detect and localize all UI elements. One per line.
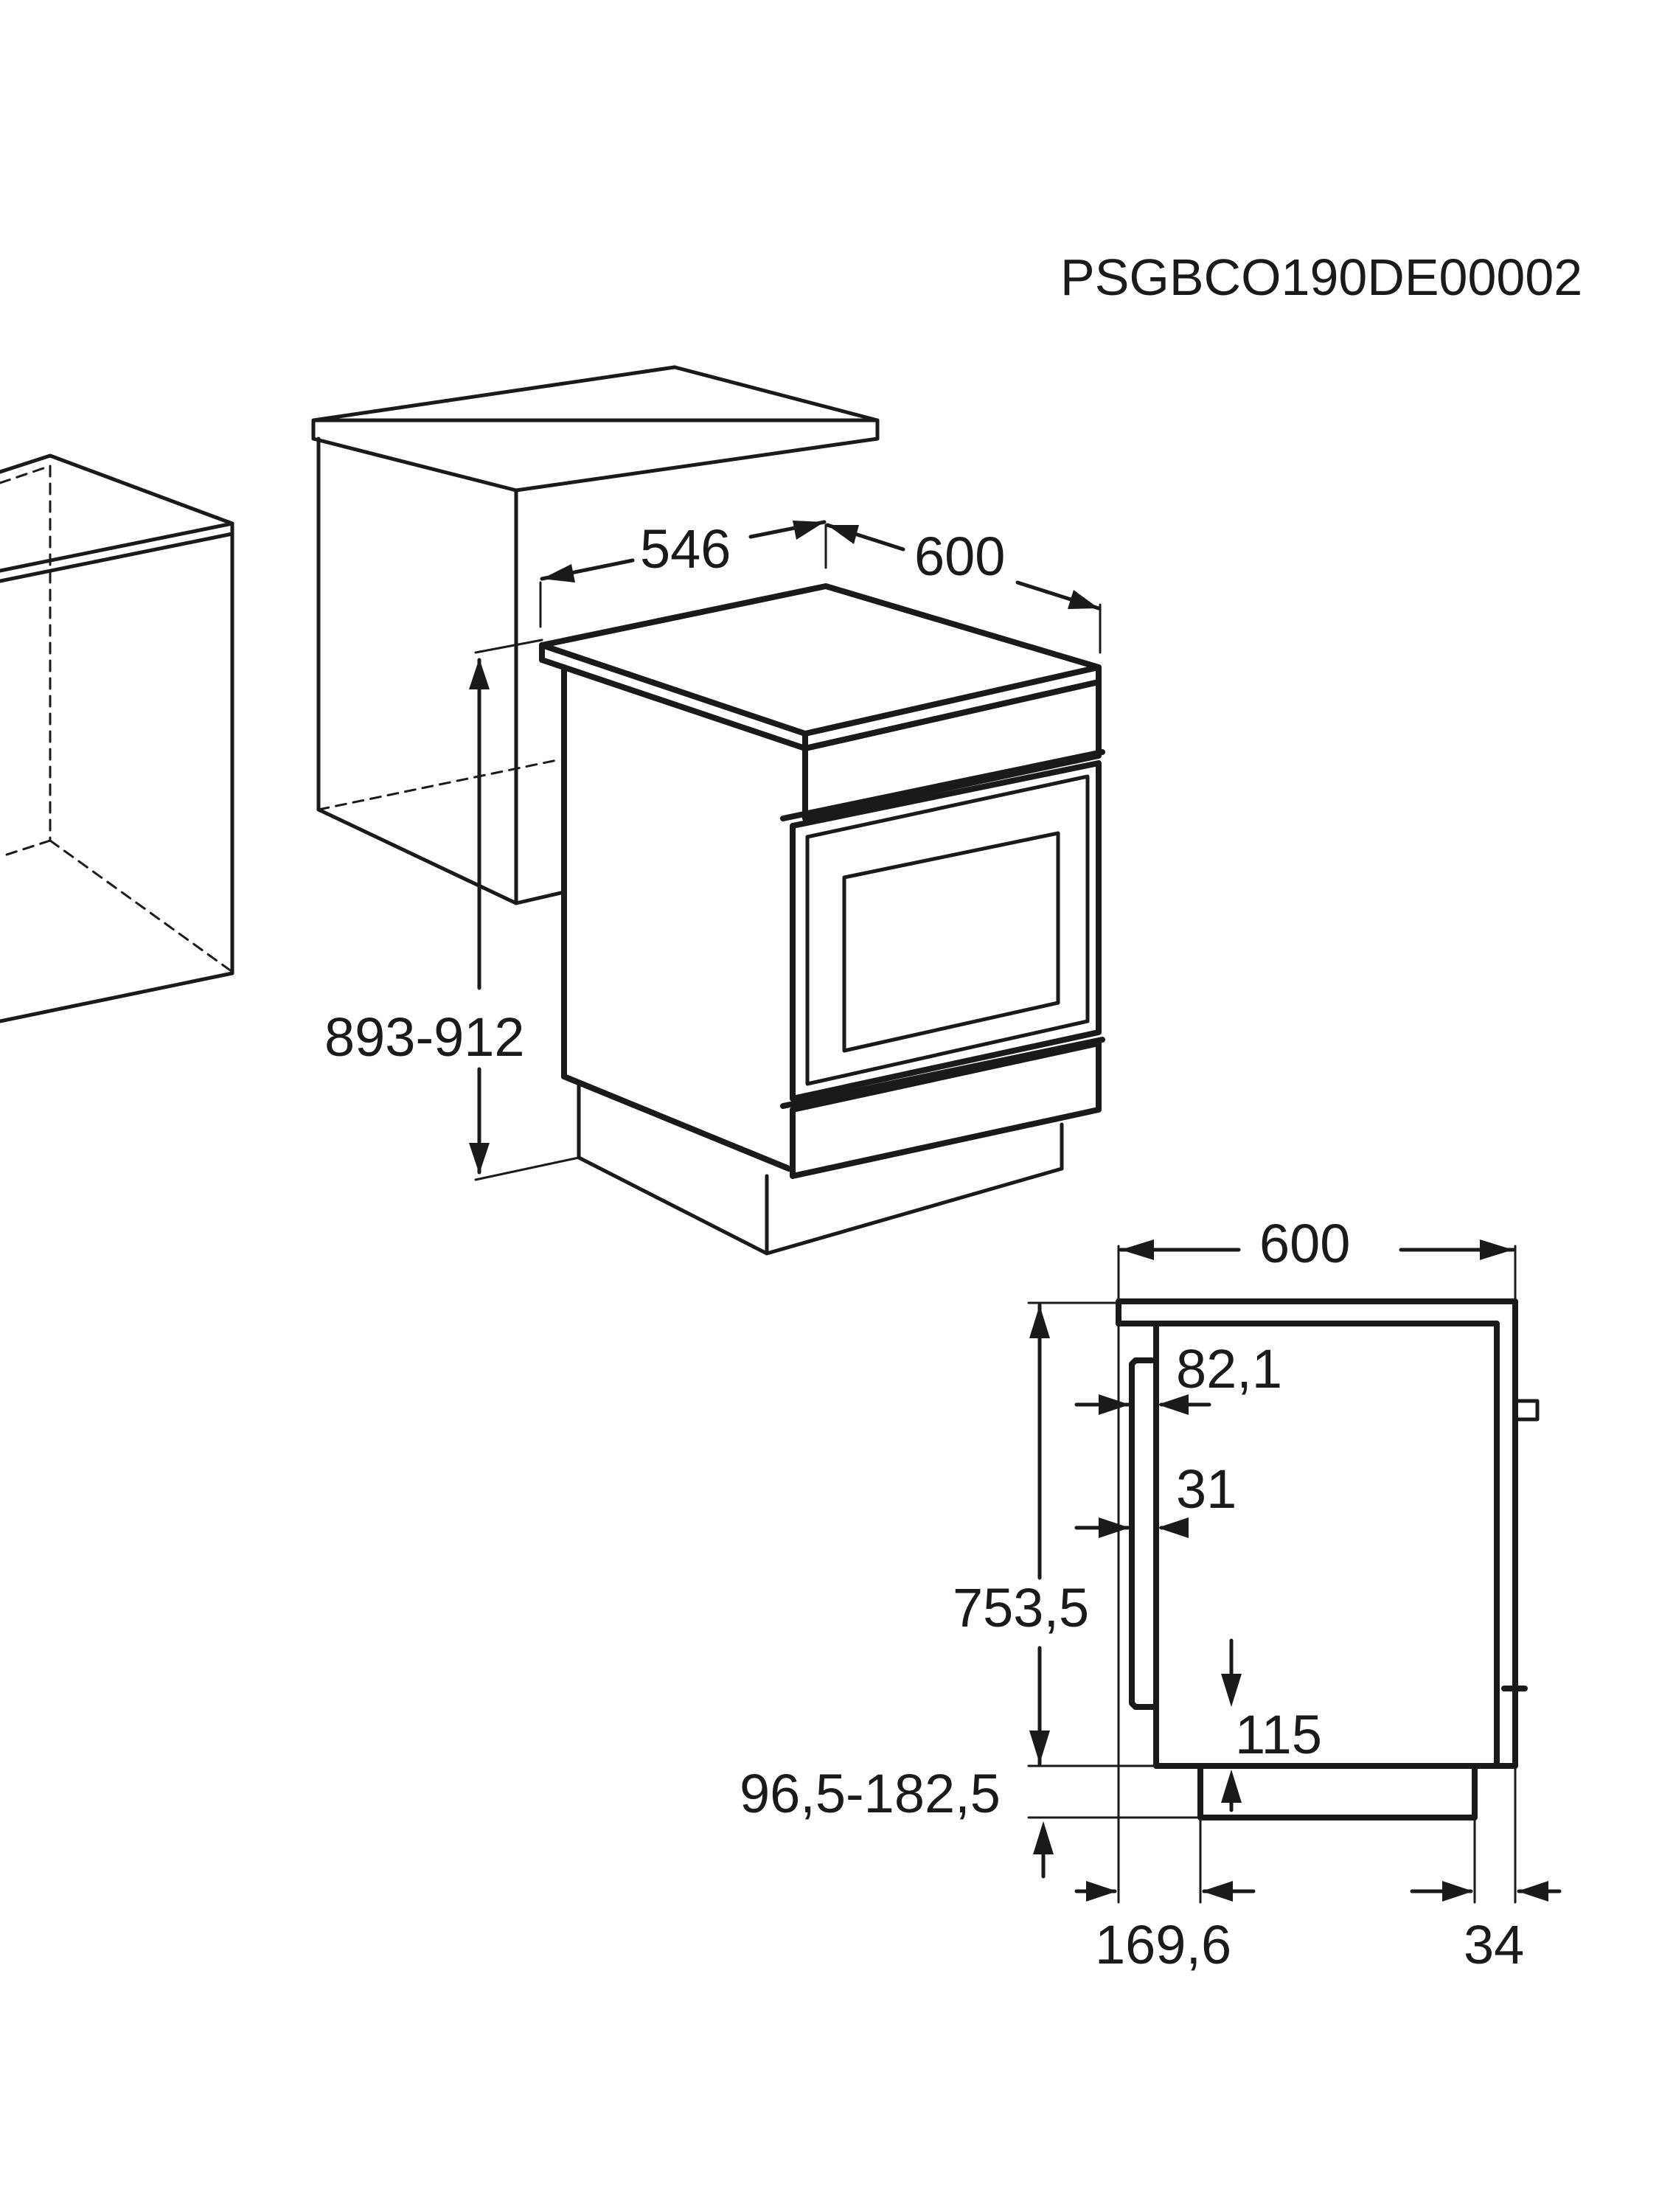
side-height-label: 753,5: [953, 1577, 1089, 1638]
handle-depth-label: 31: [1176, 1458, 1237, 1520]
door-gap-label: 82,1: [1176, 1338, 1282, 1399]
foot-range-label: 96,5-182,5: [740, 1763, 1001, 1824]
side-width-label: 600: [1259, 1213, 1350, 1274]
height-dimension-label: 893-912: [324, 1006, 525, 1068]
width-dimension-label: 600: [914, 526, 1005, 587]
plinth-height-label: 115: [1235, 1704, 1322, 1765]
left-cabinet: [0, 453, 234, 1023]
depth-dimension-label: 546: [640, 518, 731, 580]
rear-offset-label: 34: [1464, 1914, 1524, 1975]
reference-code: PSGBCO190DE00002: [1060, 248, 1582, 306]
perspective-dimensions: 546 600 893-912: [324, 518, 1102, 1181]
cooker-side-view: [1027, 1245, 1540, 1904]
cooker-perspective: [539, 583, 1105, 1256]
middle-cabinet: [311, 365, 880, 905]
side-view-dimensions: 600 753,5 82,1 31 115 96,5-182,5 169: [740, 1213, 1562, 1975]
front-offset-label: 169,6: [1095, 1914, 1231, 1975]
